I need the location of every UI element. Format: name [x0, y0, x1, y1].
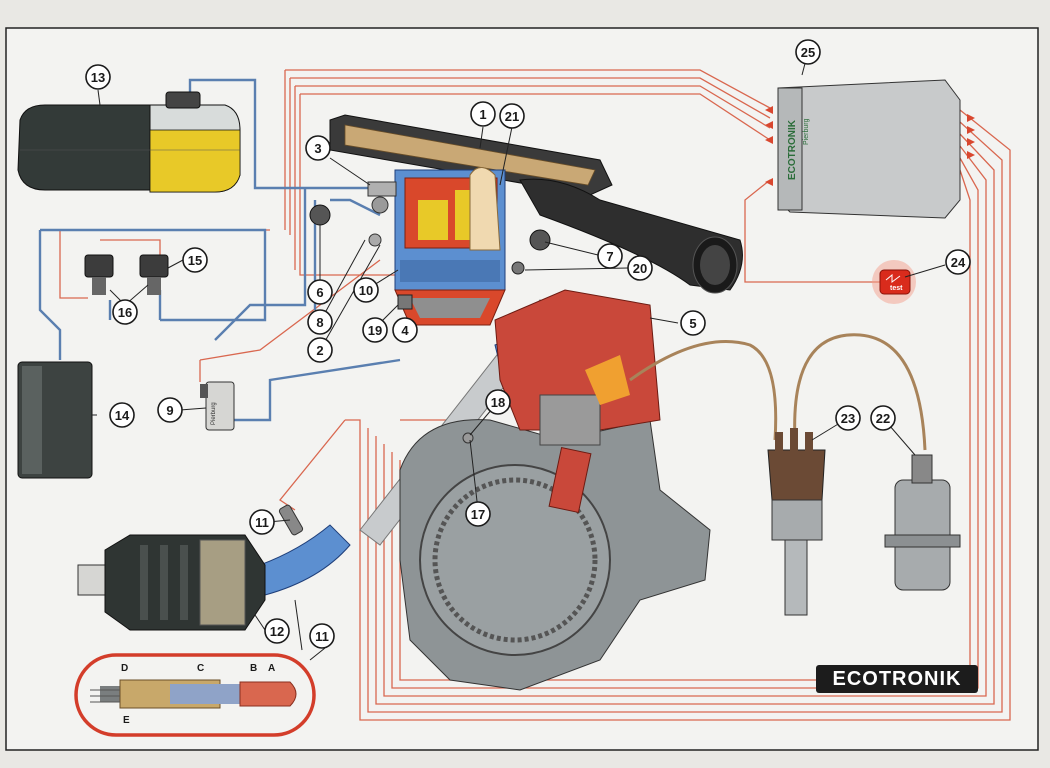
lambda-letter-d: D: [121, 663, 128, 674]
svg-text:13: 13: [91, 70, 105, 85]
ecu-connector-arrows: [765, 106, 975, 186]
callout-2: 2: [307, 337, 333, 363]
ecu-title: ECOTRONIK: [787, 119, 798, 180]
callout-16: 16: [112, 299, 138, 325]
svg-text:9: 9: [166, 403, 173, 418]
svg-text:15: 15: [188, 253, 202, 268]
callout-19: 19: [362, 317, 388, 343]
callout-5: 5: [680, 310, 706, 336]
svg-text:10: 10: [359, 283, 373, 298]
svg-text:19: 19: [368, 323, 382, 338]
callouts: 1 2 3 4 5 6 7 8 9 10 11 11 11 12 13 14 1…: [85, 39, 971, 649]
lambda-letter-b: B: [250, 663, 257, 674]
callout-13: 13: [85, 64, 111, 90]
callout-7: 7: [597, 243, 623, 269]
callout-20: 20: [627, 255, 653, 281]
callout-9: 9: [157, 397, 183, 423]
test-lamp: test: [872, 260, 916, 304]
svg-text:16: 16: [118, 305, 132, 320]
ignition-coil: [884, 454, 961, 591]
svg-text:4: 4: [401, 323, 409, 338]
callout-11-a: 11: [249, 509, 275, 535]
callout-14: 14: [109, 402, 135, 428]
callout-4: 4: [392, 317, 418, 343]
svg-text:Pierburg: Pierburg: [211, 402, 217, 425]
lambda-letter-a: A: [268, 663, 275, 674]
svg-text:12: 12: [270, 624, 284, 639]
air-filter-housing: [329, 114, 743, 294]
carburetor-cutaway: [309, 167, 551, 326]
callout-3: 3: [305, 135, 331, 161]
callout-11-b: 11: [309, 623, 335, 649]
svg-text:6: 6: [316, 285, 323, 300]
callout-6: 6: [307, 279, 333, 305]
distributor: [767, 428, 826, 616]
lambda-sensor-inset: D C B A E: [74, 653, 316, 737]
callout-15: 15: [182, 247, 208, 273]
callout-24: 24: [945, 249, 971, 275]
ecu-unit: ECOTRONIK Pierburg: [777, 79, 961, 219]
svg-text:11: 11: [315, 629, 329, 644]
svg-text:8: 8: [316, 315, 323, 330]
fuel-tank: [17, 91, 241, 193]
svg-text:22: 22: [876, 411, 890, 426]
svg-text:1: 1: [479, 107, 486, 122]
ignition-leads: [629, 333, 927, 451]
brand-badge: ECOTRONIK: [816, 665, 978, 693]
callout-8: 8: [307, 309, 333, 335]
catalytic-converter: [77, 504, 304, 631]
callout-18: 18: [485, 389, 511, 415]
solenoid-valves: [84, 254, 169, 295]
callout-21: 21: [499, 103, 525, 129]
callout-23: 23: [835, 405, 861, 431]
svg-text:23: 23: [841, 411, 855, 426]
callout-1: 1: [470, 101, 496, 127]
ecu-maker: Pierburg: [803, 118, 810, 145]
brand-name: ECOTRONIK: [832, 667, 962, 690]
svg-text:14: 14: [115, 408, 130, 423]
svg-text:24: 24: [951, 255, 966, 270]
fuel-filter: [17, 361, 93, 479]
callout-12: 12: [264, 618, 290, 644]
sensor-9: Pierburg: [200, 381, 235, 431]
svg-text:18: 18: [491, 395, 505, 410]
svg-text:21: 21: [505, 109, 519, 124]
callout-17: 17: [465, 501, 491, 527]
fuel-lines-blue: [38, 78, 401, 422]
svg-text:5: 5: [689, 316, 696, 331]
svg-text:3: 3: [314, 141, 321, 156]
lambda-letter-c: C: [197, 663, 204, 674]
svg-text:2: 2: [316, 343, 323, 358]
lambda-letter-e: E: [123, 715, 130, 726]
svg-text:20: 20: [633, 261, 647, 276]
callout-10: 10: [353, 277, 379, 303]
svg-text:7: 7: [606, 249, 613, 264]
svg-text:17: 17: [471, 507, 485, 522]
callout-25: 25: [795, 39, 821, 65]
callout-22: 22: [870, 405, 896, 431]
svg-text:11: 11: [255, 515, 269, 530]
svg-text:25: 25: [801, 45, 815, 60]
test-lamp-label: test: [890, 285, 903, 292]
